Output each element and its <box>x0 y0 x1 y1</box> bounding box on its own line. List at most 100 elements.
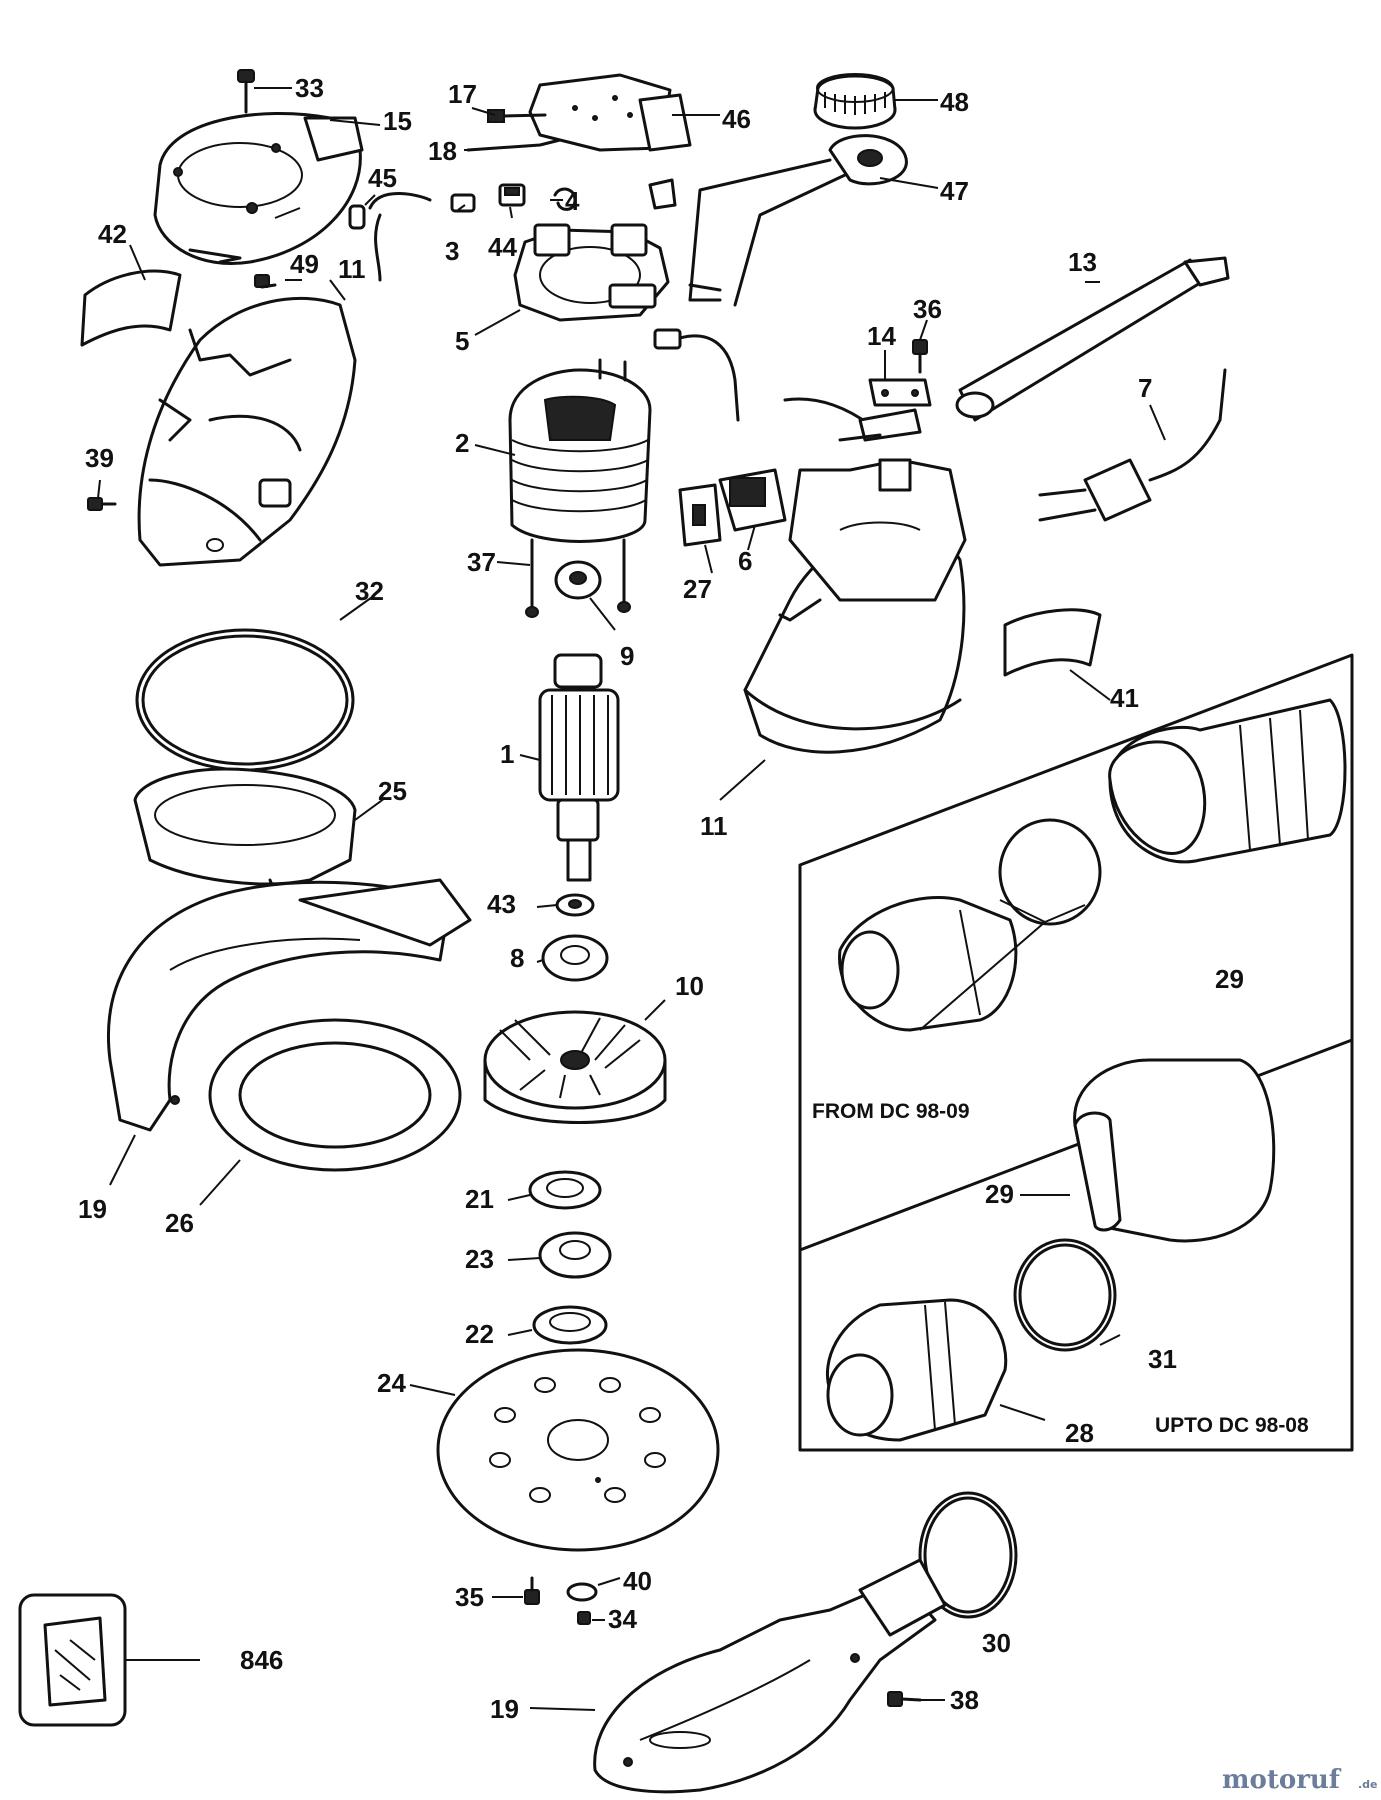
hose-part-29 <box>1108 698 1347 864</box>
logo-suffix: .de <box>1358 1778 1378 1791</box>
callout-37: 37 <box>467 547 496 577</box>
brush-part-3 <box>368 192 476 282</box>
callout-10: 10 <box>675 971 704 1001</box>
boot-part-29b <box>1073 1058 1276 1243</box>
brush-holder-part-44 <box>498 183 526 207</box>
callout-41: 41 <box>1110 683 1139 713</box>
brush-ring-part-5 <box>513 223 670 322</box>
callout-4: 4 <box>565 186 580 216</box>
washer-part-40 <box>566 1582 598 1602</box>
callout-34: 34 <box>608 1604 637 1634</box>
capacitor-part-14b <box>783 397 922 442</box>
callout-23: 23 <box>465 1244 494 1274</box>
callout-42: 42 <box>98 219 127 249</box>
bolt-part-37 <box>525 538 631 618</box>
fan-part-10 <box>483 1010 667 1124</box>
plug-part-7 <box>1038 368 1227 522</box>
wire-part-17 <box>487 109 547 123</box>
field-coil-part-2 <box>508 358 652 543</box>
housing-half-part-11 <box>137 296 357 567</box>
callout-labels: 33 15 17 18 46 48 45 4 3 44 47 42 49 11 … <box>78 73 1244 1724</box>
callout-14: 14 <box>867 321 896 351</box>
callout-36: 36 <box>913 294 942 324</box>
callout-32: 32 <box>355 576 384 606</box>
callout-39: 39 <box>85 443 114 473</box>
retainer-part-21 <box>528 1170 602 1210</box>
o-ring-part-32 <box>135 628 355 772</box>
armature-part-1 <box>538 653 620 882</box>
motoruf-logo: motoruf .de <box>1222 1765 1378 1795</box>
seal-part-27 <box>678 483 722 547</box>
knob-part-48 <box>813 73 897 130</box>
label-part-41 <box>1003 608 1102 677</box>
callout-9: 9 <box>620 641 634 671</box>
callout-21: 21 <box>465 1184 494 1214</box>
callout-19-left: 19 <box>78 1194 107 1224</box>
shroud-part-25 <box>133 767 357 907</box>
callout-46: 46 <box>722 104 751 134</box>
switch-board-part-46 <box>528 73 692 152</box>
callout-44: 44 <box>488 232 517 262</box>
callout-29-top: 29 <box>1215 964 1244 994</box>
o-ring-part-30 <box>918 1491 1018 1619</box>
callout-17: 17 <box>448 79 477 109</box>
callout-49: 49 <box>290 249 319 279</box>
callout-31: 31 <box>1148 1344 1177 1374</box>
callout-47: 47 <box>940 176 969 206</box>
screw-part-36 <box>912 339 928 374</box>
screw-part-49 <box>254 274 277 289</box>
bearing-part-9 <box>554 560 602 600</box>
callout-24: 24 <box>377 1368 406 1398</box>
callout-18: 18 <box>428 136 457 166</box>
leader-lines <box>97 87 1166 1711</box>
callout-7: 7 <box>1138 373 1152 403</box>
brush-part-5b <box>653 328 740 422</box>
screw-part-38 <box>887 1691 922 1707</box>
callout-27: 27 <box>683 574 712 604</box>
callout-2: 2 <box>455 428 469 458</box>
cover-part-15 <box>153 112 364 265</box>
retainer-part-22 <box>532 1305 608 1345</box>
callout-25: 25 <box>378 776 407 806</box>
cord-guard-part-13 <box>955 256 1230 422</box>
o-ring-part-29 <box>998 818 1102 926</box>
callout-11-top: 11 <box>338 254 366 284</box>
callout-35: 35 <box>455 1582 484 1612</box>
callout-846: 846 <box>240 1645 283 1675</box>
screw-part-35 <box>524 1576 540 1605</box>
switch-part-6 <box>718 468 787 532</box>
callout-6: 6 <box>738 546 752 576</box>
upto-version-label: UPTO DC 98-08 <box>1155 1414 1309 1437</box>
label-part-42 <box>80 269 182 347</box>
callout-5: 5 <box>455 326 469 356</box>
adapter-part-28 <box>825 1298 1008 1442</box>
callout-15: 15 <box>383 106 412 136</box>
wire-part-18 <box>466 138 562 152</box>
logo-text: motoruf <box>1222 1765 1342 1795</box>
callout-11-mid: 11 <box>700 811 728 841</box>
screw-part-33 <box>237 69 255 114</box>
washer-part-43 <box>555 893 595 917</box>
o-ring-part-31 <box>1013 1238 1117 1352</box>
bearing-part-23 <box>538 1231 612 1279</box>
callout-8: 8 <box>510 943 524 973</box>
from-version-label: FROM DC 98-09 <box>812 1100 970 1123</box>
dust-port-part-19b <box>593 1558 947 1794</box>
sanding-pad-part-24 <box>436 1348 720 1552</box>
callout-26: 26 <box>165 1208 194 1238</box>
bracket-part-14 <box>868 378 932 407</box>
speed-control-part-47 <box>688 134 908 307</box>
seal-part-26 <box>208 1018 462 1172</box>
callout-38: 38 <box>950 1685 979 1715</box>
version-inset-box <box>798 653 1354 1452</box>
callout-43: 43 <box>487 889 516 919</box>
housing-half-part-11b <box>743 458 967 754</box>
callout-48: 48 <box>940 87 969 117</box>
callout-28: 28 <box>1065 1418 1094 1448</box>
callout-45: 45 <box>368 163 397 193</box>
callout-30: 30 <box>982 1628 1011 1658</box>
callout-22: 22 <box>465 1319 494 1349</box>
bearing-part-8 <box>541 934 609 982</box>
callout-33: 33 <box>295 73 324 103</box>
callout-13: 13 <box>1068 247 1097 277</box>
